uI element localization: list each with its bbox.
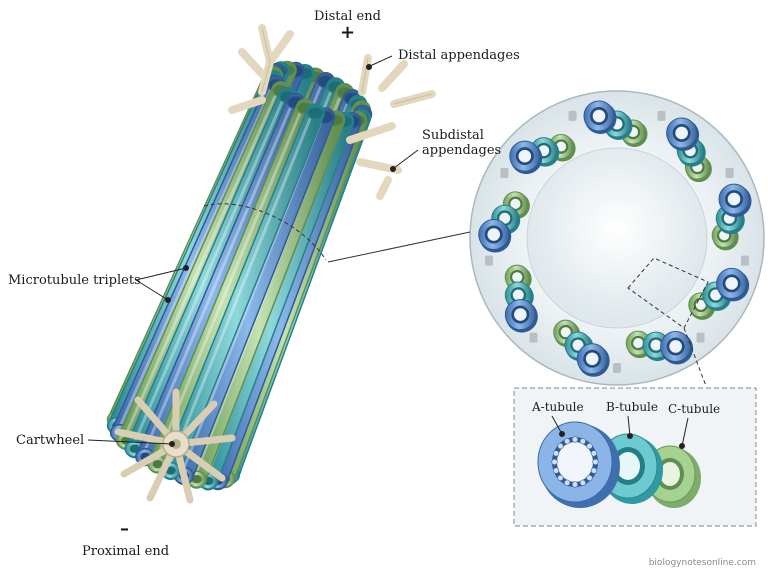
triplet-selection-box: [627, 257, 709, 329]
b-tubule-label: B-tubule: [606, 400, 658, 414]
triplet: [613, 330, 694, 373]
distal-end-label: Distal end: [314, 9, 381, 24]
cartwheel-structure: [114, 388, 236, 504]
microtubule-triplets-label: Microtubule triplets: [8, 273, 141, 288]
triplet: [484, 255, 538, 333]
distal-appendages-label: Distal appendages: [398, 48, 520, 63]
triplet: [478, 168, 530, 253]
cross-section-view: [469, 90, 765, 386]
microtubule: [135, 92, 306, 467]
section-ring: [203, 203, 327, 261]
cross-section-connector: [327, 231, 471, 263]
leader-lines: [87, 55, 419, 447]
subdistal-appendages-label-1: Subdistal: [422, 128, 484, 143]
microtubule-bundle: [106, 60, 373, 491]
minus-sign: –: [120, 518, 129, 539]
triplet: [711, 183, 752, 266]
triplet: [666, 117, 734, 183]
plus-sign: +: [340, 22, 356, 43]
subdistal-appendages-label-2: appendages: [422, 143, 502, 158]
triplet: [583, 100, 666, 147]
cartwheel-label: Cartwheel: [16, 433, 85, 448]
triplet: [509, 110, 577, 175]
distal-appendage-outlines: [261, 27, 433, 105]
microtubule: [124, 86, 297, 459]
zoom-connector: [683, 327, 707, 387]
microtubule: [160, 103, 325, 481]
proximal-end-label: Proximal end: [82, 544, 170, 559]
a-tubule-ring: [537, 421, 620, 508]
triplet-zoom-view: [513, 387, 757, 527]
a-tubule-label: A-tubule: [532, 400, 584, 414]
triplet: [688, 267, 750, 343]
source-credit: biologynotesonline.com: [648, 558, 756, 568]
c-tubule-label: C-tubule: [668, 402, 721, 416]
triplet: [529, 319, 610, 377]
